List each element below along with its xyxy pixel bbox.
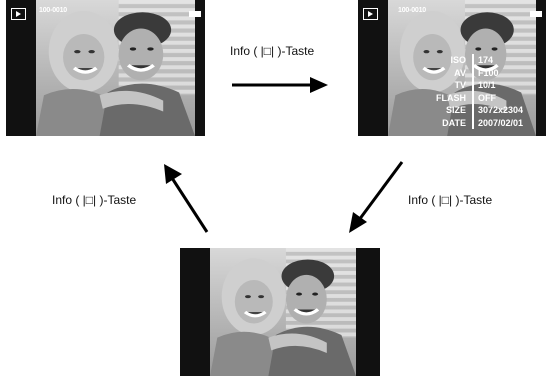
info-label: TV — [454, 80, 466, 90]
info-value: 10/1 — [478, 80, 496, 90]
lcd-screen-top-right: 100-0010 ISO 174 AV F100 TV 10/1 FLASH O… — [358, 0, 546, 136]
arrow-icon — [164, 164, 209, 233]
info-value: 3072x2304 — [478, 105, 524, 115]
info-divider — [472, 66, 474, 79]
info-label: ISO — [450, 55, 466, 65]
info-label: SIZE — [445, 105, 466, 115]
info-divider — [472, 104, 474, 117]
file-number: 100-0010 — [39, 7, 67, 14]
caption-info-button-left: Info ( |□| )-Taste — [52, 193, 137, 207]
info-row-size: SIZE 3072x2304 — [428, 104, 523, 117]
file-number: 100-0010 — [398, 7, 426, 14]
arrow-icon — [349, 161, 404, 233]
caption-info-button-right: Info ( |□| )-Taste — [408, 193, 493, 207]
info-divider — [472, 116, 474, 129]
info-row-av: AV F100 — [428, 66, 523, 79]
photo-couple — [210, 248, 356, 376]
info-row-iso: ISO 174 — [428, 54, 523, 67]
info-value: 174 — [478, 55, 494, 65]
info-value: F100 — [478, 67, 499, 78]
info-label: DATE — [442, 117, 466, 128]
caption-info-button-top: Info ( |□| )-Taste — [230, 44, 315, 58]
shooting-info-overlay: ISO 174 AV F100 TV 10/1 FLASH OFF SIZE 3… — [428, 54, 523, 129]
info-label: FLASH — [436, 92, 466, 103]
lcd-screen-bottom — [180, 248, 380, 376]
arrow-icon — [232, 77, 328, 93]
info-label: AV — [454, 67, 466, 78]
info-value: OFF — [478, 92, 496, 103]
battery-icon — [530, 11, 542, 17]
info-divider — [472, 79, 474, 92]
info-row-date: DATE 2007/02/01 — [428, 116, 524, 129]
play-mode-icon — [11, 8, 26, 20]
play-mode-icon — [363, 8, 378, 20]
battery-icon — [189, 11, 201, 17]
info-divider — [472, 54, 474, 67]
lcd-screen-top-left: 100-0010 — [6, 0, 205, 136]
photo-couple — [36, 0, 195, 136]
info-row-flash: FLASH OFF — [428, 91, 523, 104]
info-row-tv: TV 10/1 — [428, 79, 523, 92]
info-value: 2007/02/01 — [478, 117, 524, 128]
info-divider — [472, 91, 474, 104]
